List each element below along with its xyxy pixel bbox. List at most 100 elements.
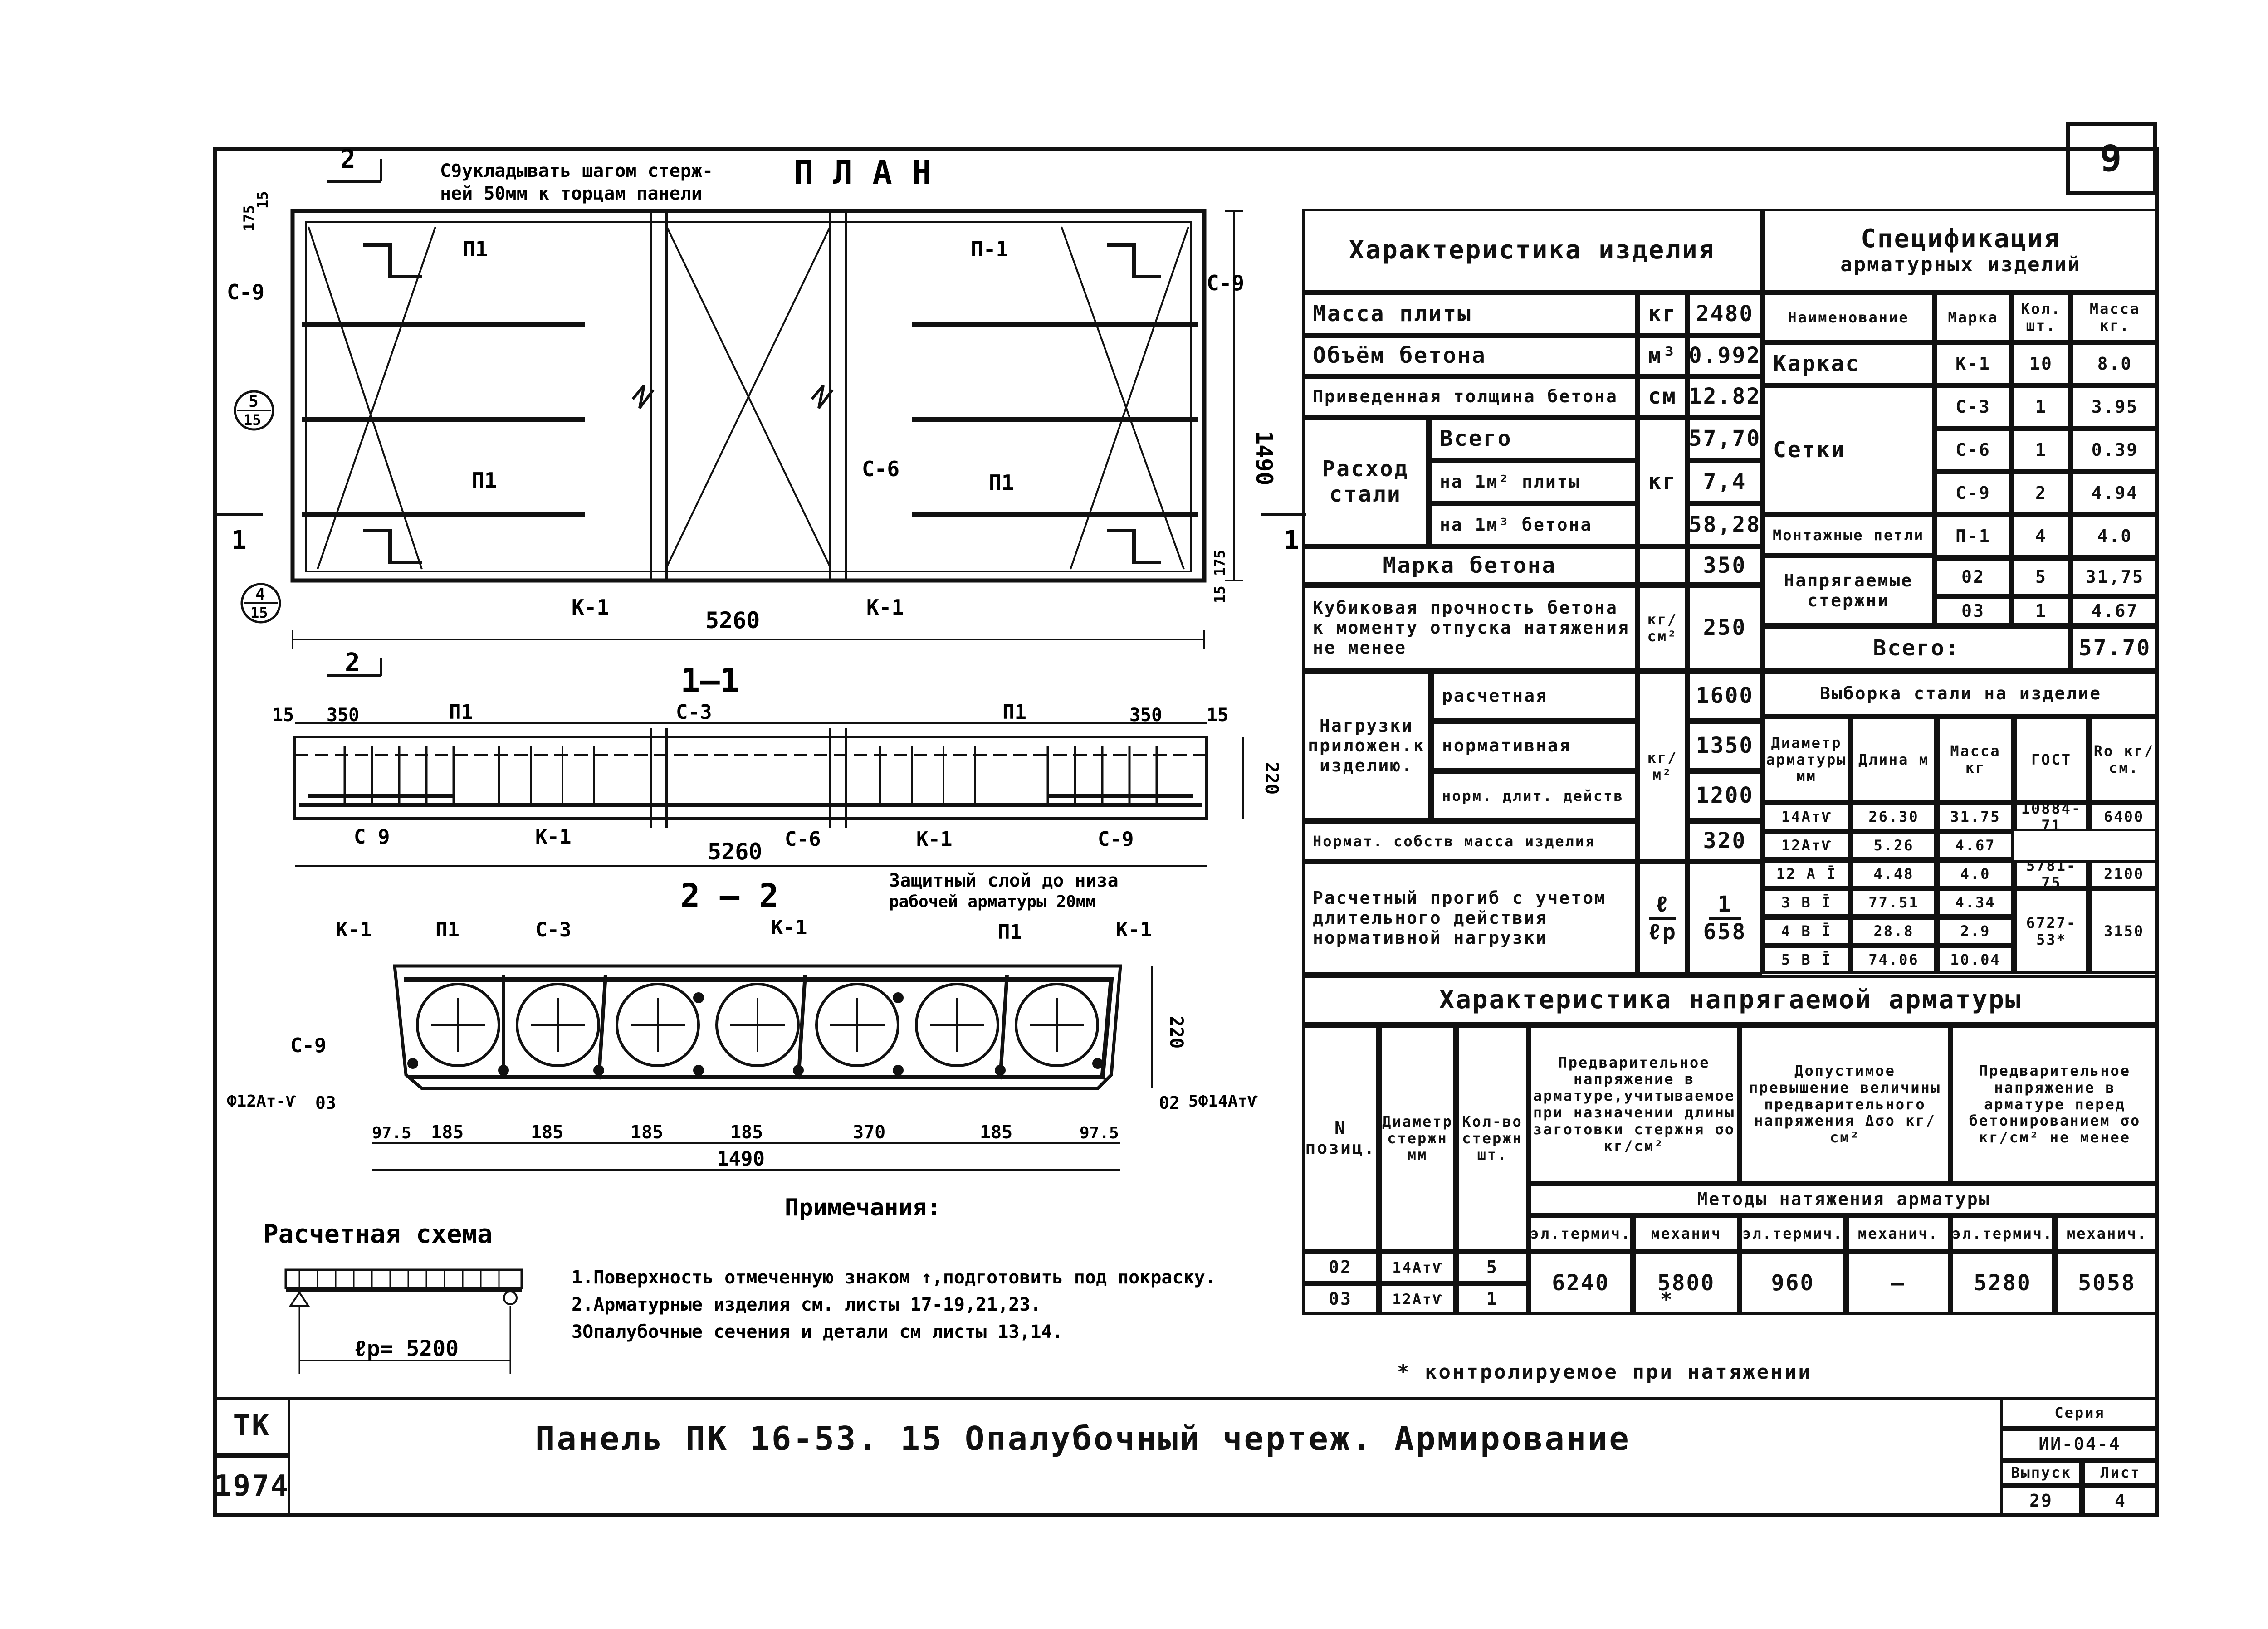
sel-row-5-mass: 10.04	[1950, 951, 2001, 969]
sel-row-3-gost: 6727-53*	[2026, 914, 2077, 948]
spec-row-2-qty: 1	[2035, 439, 2047, 460]
pre-sub-5: механич.	[2066, 1224, 2148, 1242]
volume-label: Объём бетона	[1313, 343, 1486, 369]
steel-row-1-label: на 1м² плиты	[1440, 471, 1581, 492]
s22-label-k1-a: К-1	[336, 918, 371, 941]
sel-row-4-mass: 2.9	[1960, 922, 1991, 940]
sel-row-5-len: 74.06	[1868, 951, 1919, 969]
pre-sub-0: эл.термич.	[1530, 1224, 1632, 1242]
sel-row-0-ro: 6400	[2103, 808, 2145, 826]
plan-label-c6: С-6	[862, 457, 899, 481]
sel-row-4-d: 4 В Ī	[1781, 922, 1832, 940]
s22-dim-2: 185	[531, 1122, 563, 1143]
plan-dim-length: 5260	[705, 607, 760, 634]
load-unit: кг/м²	[1647, 749, 1678, 783]
spec-h-name: Наименование	[1788, 308, 1909, 326]
spec-row-6-qty: 1	[2035, 600, 2047, 621]
prestress-h-qty: Кол-во стержн шт.	[1462, 1112, 1523, 1164]
pre-row-1-pos: 03	[1329, 1289, 1352, 1309]
pre-sub-2: эл.термич.	[1742, 1224, 1843, 1242]
s22-left-bar: Ф12Ат-Ѵ	[227, 1092, 297, 1111]
steel-unit: кг	[1648, 468, 1677, 494]
pre-row-0-pos: 02	[1329, 1257, 1352, 1278]
scheme-span: ℓр= 5200	[354, 1336, 459, 1361]
spec-row-1-qty: 1	[2035, 396, 2047, 417]
cube-value: 250	[1703, 615, 1747, 641]
load-row-1-label: нормативная	[1442, 736, 1571, 756]
tb-tk: ТК	[233, 1409, 271, 1443]
pre-val-5: 5058	[2078, 1270, 2136, 1296]
pre-val-0: 6240	[1552, 1270, 1610, 1296]
sel-row-4-len: 28.8	[1873, 922, 1914, 940]
s22-label-c9: С-9	[290, 1034, 326, 1057]
note-3: 3Опалубочные сечения и детали см листы 1…	[572, 1322, 1063, 1342]
s22-dim-3: 185	[631, 1122, 663, 1143]
sel-row-3-d: 3 В Ī	[1781, 894, 1832, 912]
spec-total-value: 57.70	[2078, 635, 2151, 661]
plan-outline	[290, 209, 1207, 583]
spec-row-5-mass: 31,75	[2085, 566, 2145, 587]
steel-label: Расход стали	[1322, 456, 1409, 507]
mark-4-15-top: 4	[255, 585, 265, 604]
sel-h-0: Диаметр арматуры мм	[1766, 734, 1847, 785]
mass-value: 2480	[1696, 301, 1754, 327]
spec-h-mass: Масса кг.	[2089, 300, 2141, 334]
spec-row-2-mark: С-6	[1955, 439, 1991, 460]
mark-5-15-bottom: 15	[244, 411, 261, 429]
cube-label: Кубиковая прочность бетона к моменту отп…	[1313, 598, 1630, 658]
prestress-h-before: Предварительное напряжение в арматуре пе…	[1969, 1062, 2141, 1146]
plan-dim-15-top: 15	[254, 191, 271, 209]
plan-dim-width: 1490	[1251, 431, 1277, 485]
pre-sub-1: механич	[1651, 1224, 1722, 1242]
section-1-1-outline	[293, 736, 1208, 820]
s22-label-c3: С-3	[535, 918, 571, 941]
pre-row-1-d: 12АтѴ	[1392, 1290, 1443, 1308]
s11-cover-note-1: Защитный слой до низа	[889, 870, 1119, 891]
cube-unit: кг/см²	[1647, 611, 1678, 645]
load-row-0-label: расчетная	[1442, 686, 1548, 706]
spec-row-6-mass: 4.67	[2091, 600, 2139, 621]
plan-label-p1-c: П1	[472, 468, 497, 493]
defl-value-top: 1	[1717, 892, 1732, 917]
drawing-sheet	[213, 147, 2159, 1517]
sel-row-2-gost: 5781-75	[2026, 860, 2077, 888]
s11-dim-350-right: 350	[1129, 705, 1162, 726]
s11-label-p1-a: П1	[449, 701, 473, 724]
spec-h-mark: Марка	[1948, 308, 1999, 326]
steel-row-0-value: 57,70	[1688, 425, 1761, 451]
plan-dim-15-bottom: 15	[1211, 585, 1228, 603]
load-row-1-value: 1350	[1696, 733, 1754, 759]
prestress-methods: Методы натяжения арматуры	[1697, 1189, 1991, 1210]
pre-row-1-qty: 1	[1486, 1289, 1498, 1309]
defl-unit-bottom: ℓр	[1648, 919, 1677, 945]
section-1-1-title: 1—1	[680, 661, 739, 699]
tb-issue-label: Выпуск	[2011, 1464, 2072, 1482]
spec-row-0-qty: 10	[2029, 353, 2053, 374]
s22-label-k1-b: К-1	[771, 916, 807, 939]
tb-year: 1974	[214, 1469, 290, 1503]
pre-val-1: 5800	[1657, 1270, 1716, 1296]
spec-row-0-name: Каркас	[1773, 351, 1860, 376]
sel-row-0-gost: 10884-71	[2021, 803, 2082, 831]
sel-row-1-d: 12АтѴ	[1781, 837, 1832, 854]
titleblock-line	[213, 1397, 2159, 1400]
spec-row-4-name: Монтажные петли	[1773, 526, 1924, 544]
volume-unit: м³	[1648, 343, 1677, 369]
pre-val-2: 960	[1771, 1270, 1815, 1296]
spec-row-4-mark: П-1	[1955, 526, 1991, 546]
plan-note: С9укладывать шагом стерж-	[440, 161, 713, 181]
plan-title: П Л А Н	[794, 153, 931, 191]
scheme-title: Расчетная схема	[263, 1219, 493, 1249]
pre-row-0-qty: 5	[1486, 1257, 1498, 1278]
s22-left-pos: 03	[315, 1093, 336, 1113]
s11-cover-note-2: рабочей арматуры 20мм	[889, 893, 1095, 911]
mark-4-15-bottom: 15	[250, 604, 268, 621]
s22-right-bar: 5Ф14АтѴ	[1188, 1092, 1258, 1111]
prestress-footnote: * контролируемое при натяжении	[1397, 1361, 1812, 1384]
load-row-2-value: 1200	[1696, 783, 1754, 809]
spec-row-1-mass: 3.95	[2091, 396, 2139, 417]
plan-label-c9-right: С-9	[1207, 271, 1244, 295]
section-mark-2-top: 2	[340, 145, 356, 174]
s22-dim-7: 97.5	[1080, 1124, 1119, 1142]
sel-row-3-mass: 4.34	[1955, 894, 1996, 912]
